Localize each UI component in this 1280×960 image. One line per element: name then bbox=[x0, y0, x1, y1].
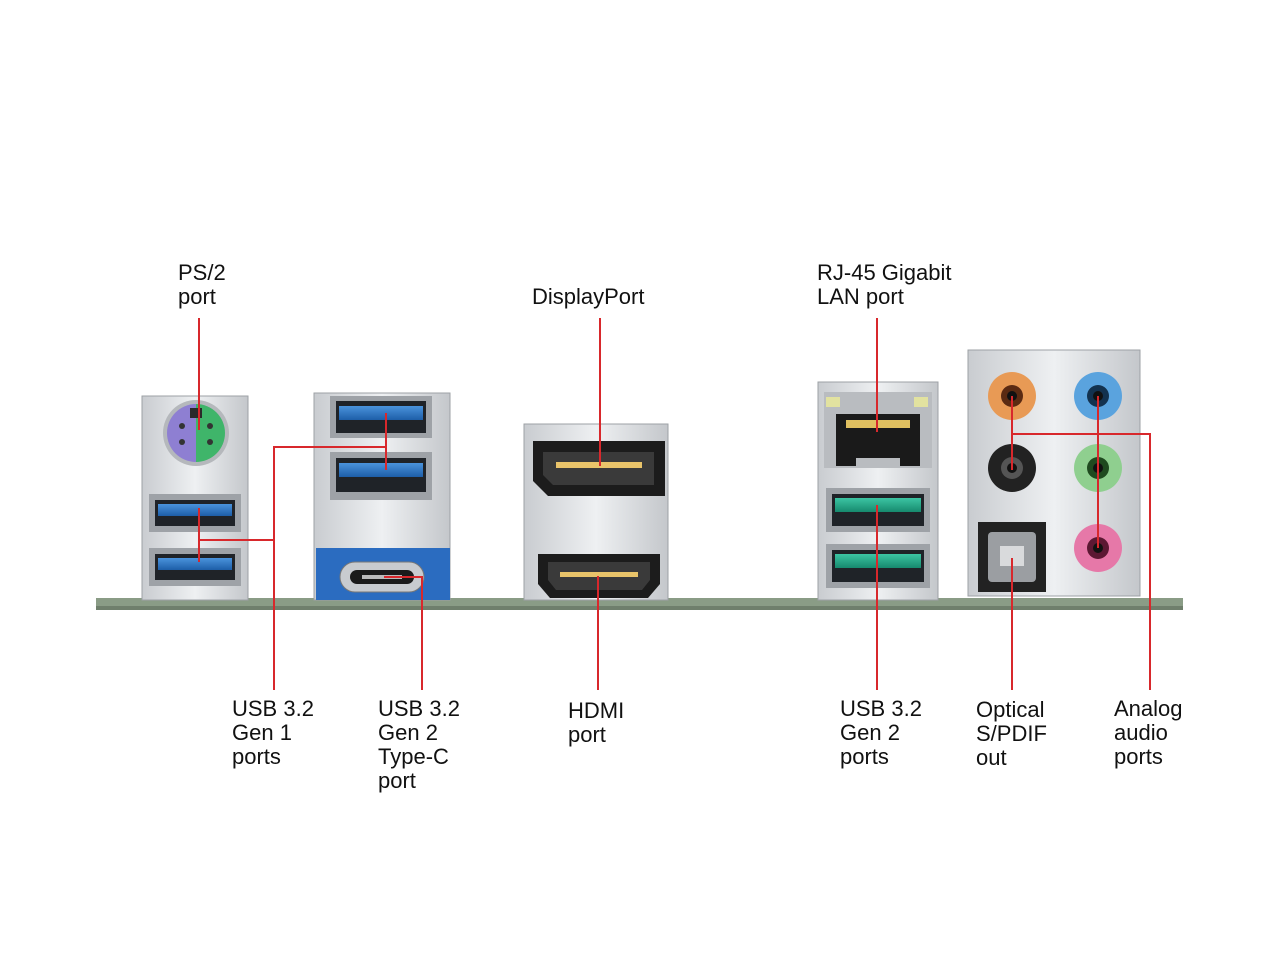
label-line: Optical bbox=[976, 697, 1045, 722]
usb-typec-stack bbox=[313, 392, 451, 601]
label-line: audio bbox=[1114, 720, 1168, 745]
audio-jack-icon bbox=[1074, 444, 1122, 492]
label-usb-gen2-ports: USB 3.2 Gen 2 ports bbox=[840, 697, 922, 769]
label-hdmi-port: HDMI port bbox=[568, 699, 624, 747]
audio-jack-icon bbox=[988, 372, 1036, 420]
label-line: USB 3.2 bbox=[840, 696, 922, 721]
usb-port-icon bbox=[330, 452, 432, 500]
usb-port-icon bbox=[149, 548, 241, 586]
pcb-board-edge bbox=[96, 606, 1183, 610]
label-line: port bbox=[568, 722, 606, 747]
label-displayport: DisplayPort bbox=[532, 285, 644, 309]
label-optical-spdif: Optical S/PDIF out bbox=[976, 698, 1047, 770]
label-line: ports bbox=[840, 744, 889, 769]
label-line: Gen 2 bbox=[840, 720, 900, 745]
label-line: port bbox=[378, 768, 416, 793]
audio-jack-icon bbox=[1074, 372, 1122, 420]
label-line: DisplayPort bbox=[532, 284, 645, 309]
displayport-icon bbox=[533, 441, 665, 496]
label-line: Gen 1 bbox=[232, 720, 292, 745]
label-line: USB 3.2 bbox=[378, 696, 460, 721]
label-line: LAN port bbox=[817, 284, 904, 309]
label-rj45-lan-port: RJ-45 Gigabit LAN port bbox=[817, 261, 952, 309]
label-ps2-port: PS/2 port bbox=[178, 261, 226, 309]
hdmi-port-icon bbox=[538, 554, 660, 598]
label-line: HDMI bbox=[568, 698, 625, 723]
label-usb-typec-port: USB 3.2 Gen 2 Type-C port bbox=[378, 697, 460, 793]
rj45-port-icon bbox=[824, 392, 932, 468]
ps2-usb-stack bbox=[141, 395, 249, 601]
label-usb-gen1-ports: USB 3.2 Gen 1 ports bbox=[232, 697, 314, 769]
usb-port-icon bbox=[149, 494, 241, 532]
audio-stack bbox=[967, 349, 1141, 597]
label-line: PS/2 bbox=[178, 260, 226, 285]
lan-usb-stack bbox=[817, 381, 939, 601]
usb-port-icon bbox=[826, 544, 930, 588]
label-line: Type-C bbox=[378, 744, 449, 769]
label-analog-audio-ports: Analog audio ports bbox=[1114, 697, 1183, 769]
label-line: ports bbox=[232, 744, 281, 769]
ps2-port-icon bbox=[163, 400, 229, 466]
label-line: out bbox=[976, 745, 1007, 770]
label-line: Analog bbox=[1114, 696, 1183, 721]
audio-jack-icon bbox=[1074, 524, 1122, 572]
usb-port-icon bbox=[330, 396, 432, 438]
audio-jack-icon bbox=[988, 444, 1036, 492]
label-line: USB 3.2 bbox=[232, 696, 314, 721]
label-line: port bbox=[178, 284, 216, 309]
usb-typec-port-icon bbox=[339, 561, 425, 593]
label-line: ports bbox=[1114, 744, 1163, 769]
label-line: S/PDIF bbox=[976, 721, 1047, 746]
label-line: Gen 2 bbox=[378, 720, 438, 745]
label-line: RJ-45 Gigabit bbox=[817, 260, 952, 285]
optical-port-icon bbox=[978, 522, 1046, 592]
video-stack bbox=[523, 423, 669, 601]
usb-port-icon bbox=[826, 488, 930, 532]
